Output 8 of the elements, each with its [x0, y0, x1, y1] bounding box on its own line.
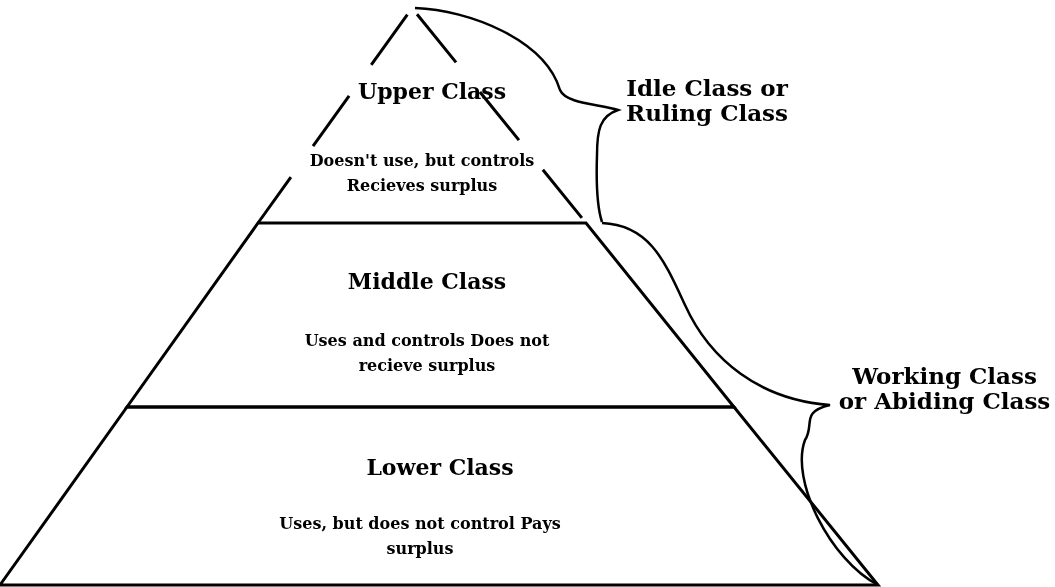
tier-description: Doesn't use, but controls Recieves surplus	[308, 150, 536, 197]
tier-heading: Upper Class	[356, 78, 508, 104]
tier-description: Uses, but does not control Pays surplus	[278, 513, 562, 560]
tier-heading: Middle Class	[346, 268, 508, 294]
bracket-label: Idle Class or Ruling Class	[625, 75, 789, 125]
bracket-label: Working Class or Abiding Class	[837, 363, 1052, 413]
tier-description: Uses and controls Does not recieve surplus	[303, 330, 551, 377]
tier-heading: Lower Class	[365, 454, 515, 480]
